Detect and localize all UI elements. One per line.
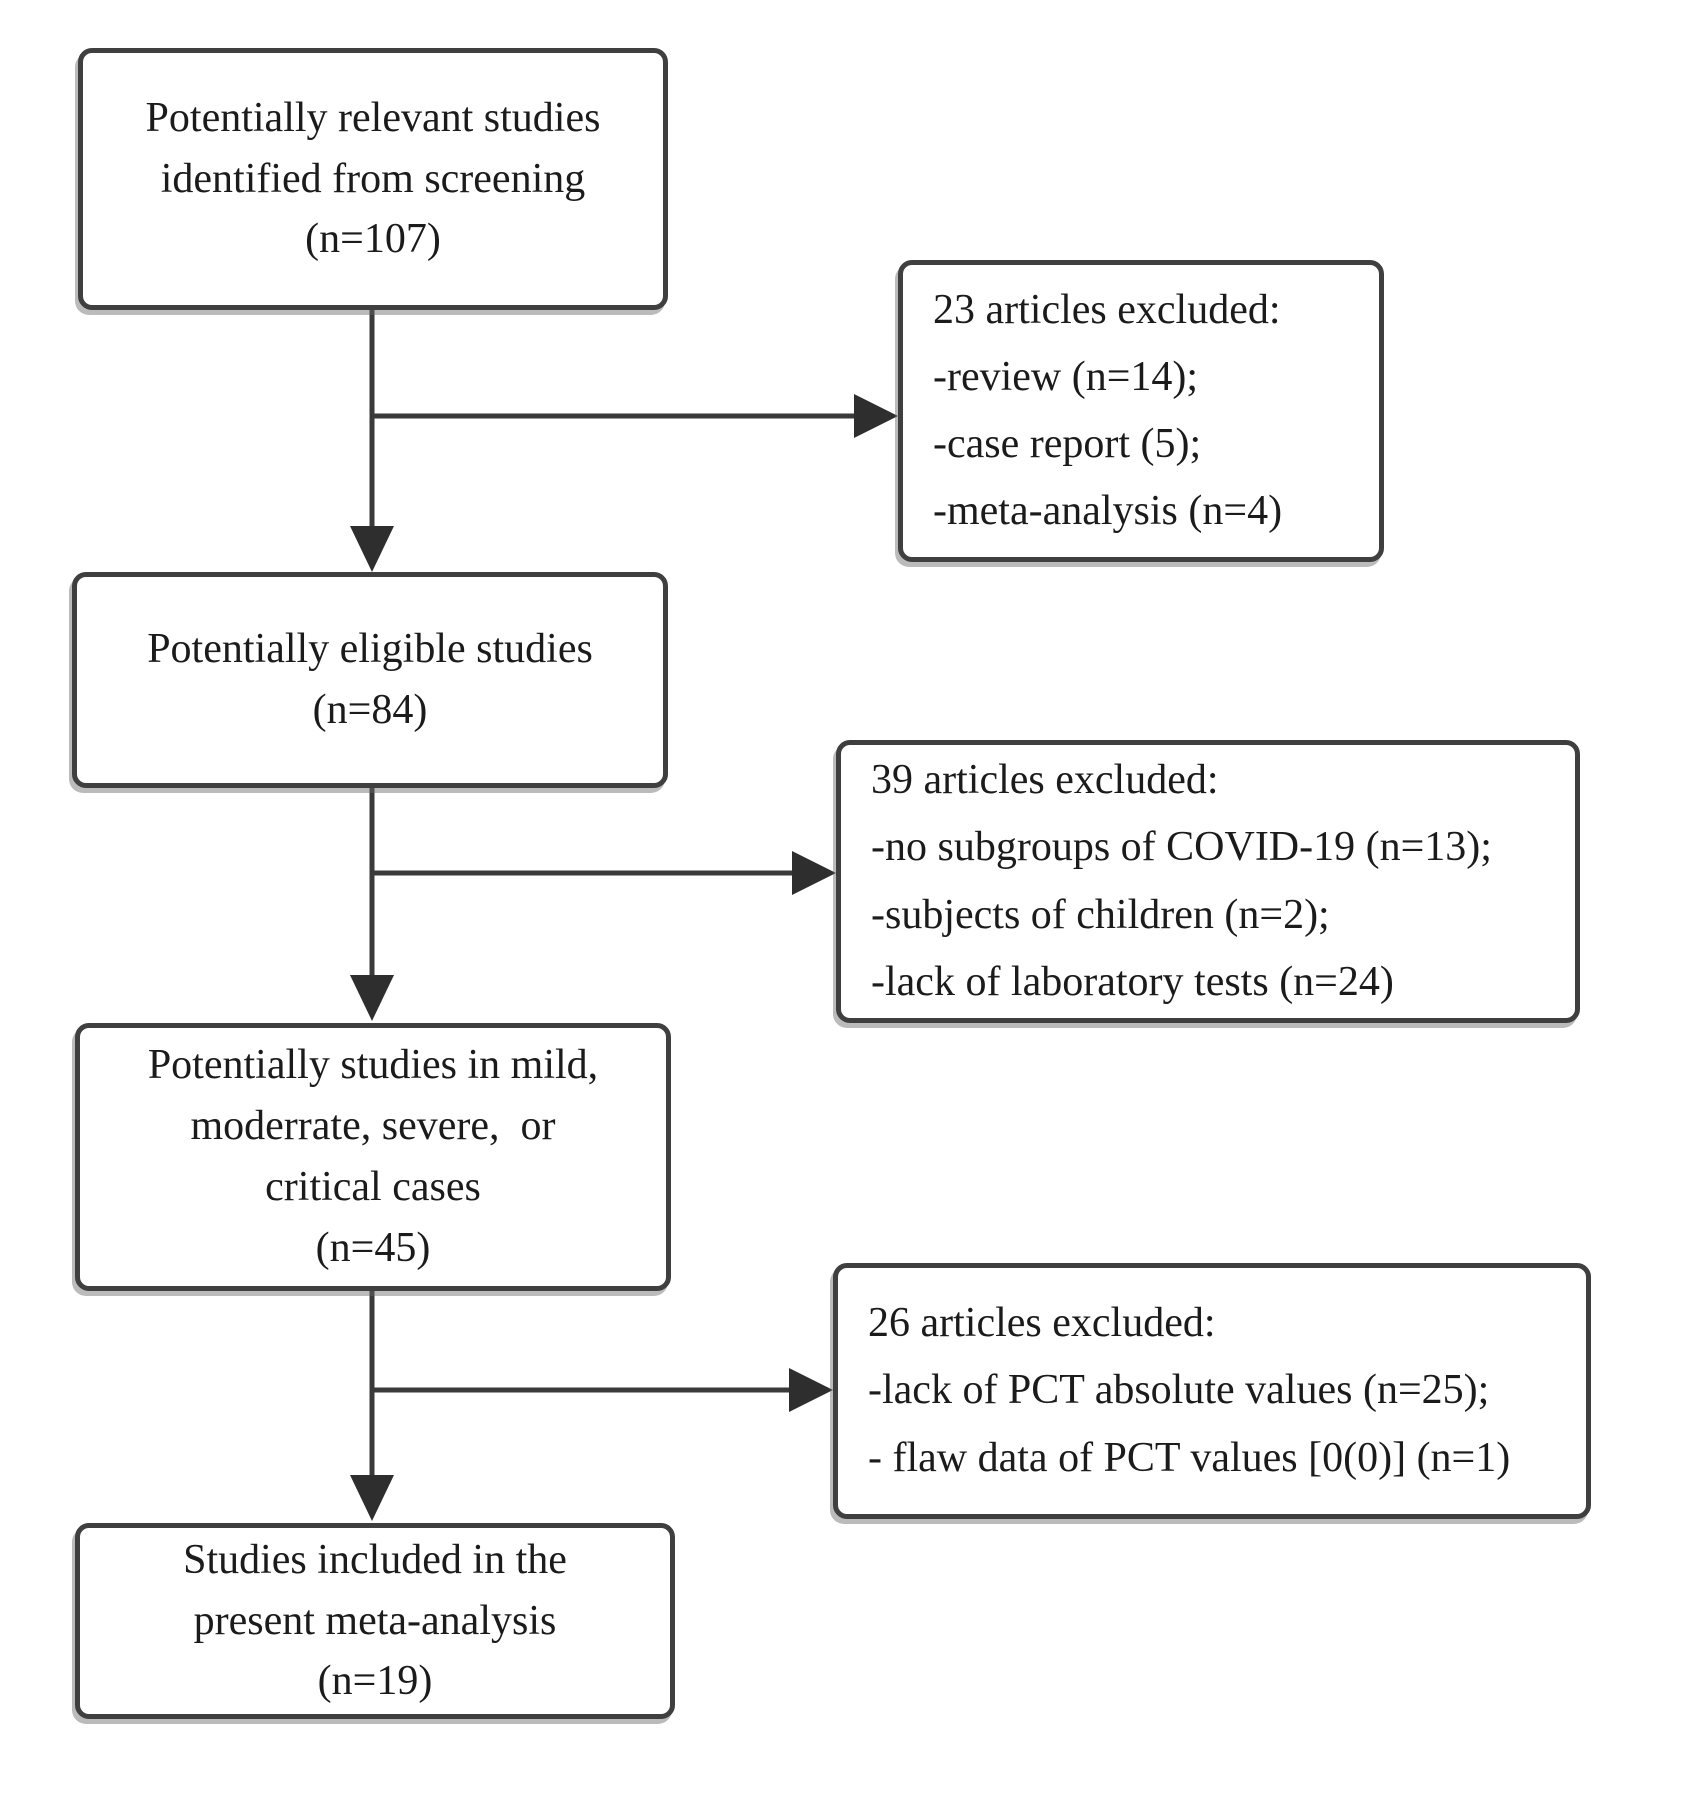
box-excluded-screening-item-2: -case report (5); (933, 421, 1202, 467)
box-eligible-studies-line-1: Potentially eligible studies (147, 626, 593, 673)
box-severity-studies-line-2: moderrate, severe, or (190, 1103, 556, 1150)
box-excluded-eligible-item-3: -lack of laboratory tests (n=24) (871, 958, 1394, 1005)
box-excluded-severity-header: 26 articles excluded: (868, 1300, 1216, 1347)
box-severity-studies-count: (n=45) (315, 1224, 431, 1271)
box-excluded-severity-item-2: - flaw data of PCT values [0(0)] (n=1) (868, 1434, 1511, 1481)
box-excluded-eligible-header: 39 articles excluded: (871, 757, 1219, 804)
box-excluded-screening: 23 articles excluded: -review (n=14); -c… (898, 260, 1384, 562)
arrow-screening-to-eligible (350, 310, 394, 572)
box-eligible-studies-count: (n=84) (312, 687, 428, 733)
box-included-studies-line-2: present meta-analysis (193, 1597, 557, 1644)
box-excluded-screening-header: 23 articles excluded: (933, 286, 1281, 333)
box-eligible-studies: Potentially eligible studies (n=84) (72, 572, 668, 788)
box-included-studies-line-1: Studies included in the (183, 1536, 567, 1583)
box-excluded-eligible-item-1: -no subgroups of COVID-19 (n=13); (871, 824, 1492, 871)
arrowhead-down-icon (350, 1475, 394, 1521)
arrowhead-right-icon (854, 394, 898, 438)
box-excluded-severity: 26 articles excluded: -lack of PCT absol… (833, 1263, 1591, 1519)
box-severity-studies-line-1: Potentially studies in mild, (147, 1042, 599, 1089)
arrow-severity-to-included (350, 1291, 394, 1521)
box-included-studies: Studies included in the present meta-ana… (75, 1523, 675, 1719)
box-excluded-screening-item-3: -meta-analysis (n=4) (933, 488, 1283, 535)
arrow-severity-to-excluded (372, 1368, 833, 1412)
box-relevant-studies-line-2: identified from screening (160, 155, 586, 202)
box-excluded-screening-item-1: -review (n=14); (933, 353, 1199, 400)
arrow-eligible-to-excluded (372, 851, 836, 895)
box-included-studies-count: (n=19) (317, 1658, 433, 1705)
box-severity-studies: Potentially studies in mild, moderrate, … (75, 1023, 671, 1291)
box-excluded-severity-item-1: -lack of PCT absolute values (n=25); (868, 1367, 1490, 1414)
arrowhead-down-icon (350, 975, 394, 1021)
box-relevant-studies-count: (n=107) (305, 216, 441, 263)
box-excluded-eligible-item-2: -subjects of children (n=2); (871, 891, 1330, 938)
box-severity-studies-line-3: critical cases (265, 1164, 481, 1210)
box-relevant-studies-line-1: Potentially relevant studies (145, 94, 601, 141)
arrowhead-down-icon (350, 526, 394, 572)
arrow-eligible-to-severity (350, 788, 394, 1021)
arrow-screening-to-excluded (372, 394, 898, 438)
box-relevant-studies: Potentially relevant studies identified … (78, 48, 668, 310)
box-excluded-eligible: 39 articles excluded: -no subgroups of C… (836, 740, 1580, 1023)
arrowhead-right-icon (789, 1368, 833, 1412)
arrowhead-right-icon (792, 851, 836, 895)
